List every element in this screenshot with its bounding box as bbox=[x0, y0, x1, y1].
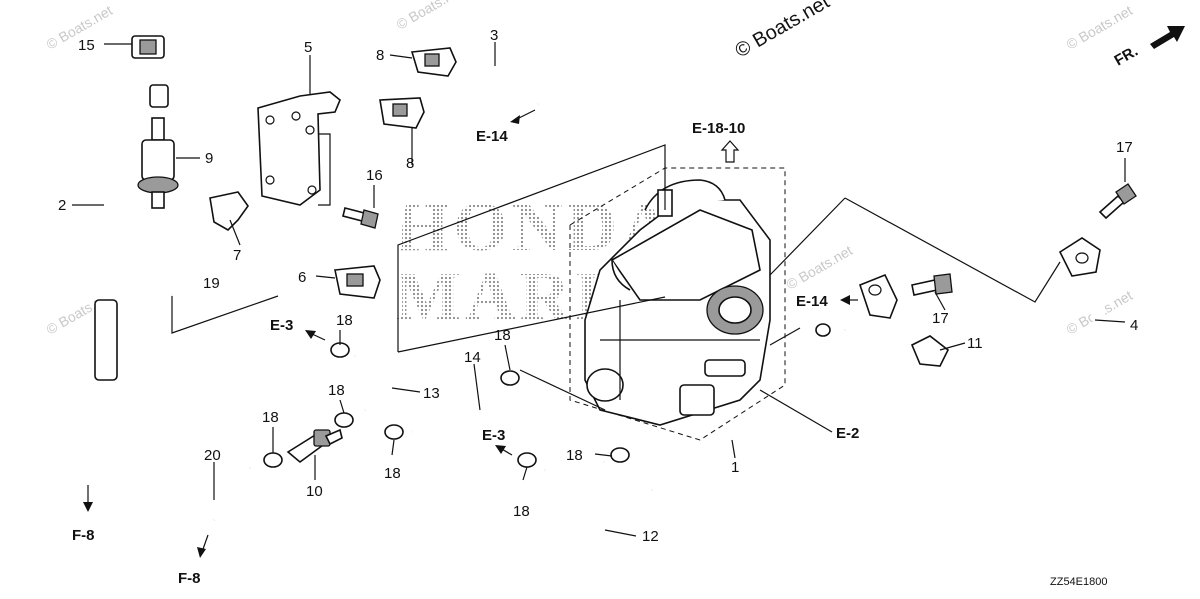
callout-8-lower: 8 bbox=[406, 155, 414, 172]
reference-arrows bbox=[83, 109, 858, 558]
part-8-clip-upper bbox=[410, 47, 457, 77]
part-8-clip-lower bbox=[379, 97, 425, 129]
ref-e-18-10: E-18-10 bbox=[692, 120, 745, 137]
callout-10: 10 bbox=[306, 483, 323, 500]
part-2-hose bbox=[68, 66, 169, 471]
part-18-clamp bbox=[263, 452, 283, 468]
callout-18-b: 18 bbox=[328, 382, 345, 399]
part-16-bolt bbox=[342, 207, 379, 229]
part-5-bracket bbox=[257, 91, 341, 206]
callout-15: 15 bbox=[78, 37, 95, 54]
part-18-clamp bbox=[500, 370, 520, 386]
callout-16: 16 bbox=[366, 167, 383, 184]
callout-3: 3 bbox=[490, 27, 498, 44]
callout-13: 13 bbox=[423, 385, 440, 402]
part-18-clamp bbox=[334, 412, 354, 428]
part-3-hose bbox=[389, 10, 603, 318]
callout-20: 20 bbox=[204, 447, 221, 464]
callout-17-lower: 17 bbox=[932, 310, 949, 327]
part-20-hose bbox=[208, 463, 255, 523]
part-18-clamp bbox=[610, 447, 630, 463]
callout-1: 1 bbox=[731, 459, 739, 476]
up-arrow-icon bbox=[720, 140, 740, 163]
watermark-text: © Boats.net bbox=[394, 0, 466, 33]
part-18-clamp bbox=[517, 452, 537, 468]
callout-11: 11 bbox=[967, 335, 983, 352]
part-9-fuel-filter bbox=[137, 117, 179, 209]
callout-8-upper: 8 bbox=[376, 47, 384, 64]
ref-f-8-bottom: F-8 bbox=[178, 570, 201, 587]
callout-6: 6 bbox=[298, 269, 306, 286]
part-18-clamp bbox=[384, 424, 404, 440]
callout-18-g: 18 bbox=[513, 503, 530, 520]
leader-lines bbox=[72, 42, 1126, 537]
callout-18-e: 18 bbox=[494, 327, 511, 344]
front-label: FR. bbox=[1112, 43, 1141, 70]
part-15-clip bbox=[131, 35, 165, 59]
callout-7: 7 bbox=[233, 247, 241, 264]
part-17-bolt-lower bbox=[911, 273, 953, 296]
callout-19: 19 bbox=[203, 275, 220, 292]
callout-5: 5 bbox=[304, 39, 312, 56]
ref-e-14-right: E-14 bbox=[796, 293, 828, 310]
part-18-clamp bbox=[330, 342, 350, 358]
part-14-hose bbox=[411, 376, 513, 438]
callout-18-c: 18 bbox=[262, 409, 279, 426]
part-12-hose bbox=[542, 457, 620, 560]
callout-14: 14 bbox=[464, 349, 481, 366]
part-1-hose bbox=[648, 323, 851, 496]
callout-4: 4 bbox=[1130, 317, 1138, 334]
ref-e-14-upper: E-14 bbox=[476, 128, 508, 145]
callout-12: 12 bbox=[642, 528, 659, 545]
part-17-bolt-upper bbox=[1098, 183, 1137, 220]
part-11-clip bbox=[910, 335, 950, 367]
part-19-hose bbox=[150, 219, 178, 298]
front-direction-indicator: FR. bbox=[1112, 26, 1185, 70]
callout-18-d: 18 bbox=[384, 465, 401, 482]
front-arrow-icon bbox=[1150, 26, 1185, 49]
callout-2: 2 bbox=[58, 197, 66, 214]
part-13-hose bbox=[353, 349, 396, 417]
diagram-code: ZZ54E1800 bbox=[1050, 576, 1107, 588]
callout-18-a: 18 bbox=[336, 312, 353, 329]
watermark-text: © Boats.net bbox=[1064, 2, 1136, 53]
callout-9: 9 bbox=[205, 150, 213, 167]
part-10-joint bbox=[286, 428, 343, 464]
part-7-clip bbox=[209, 191, 249, 231]
copyright-notice: © Boats.net bbox=[732, 0, 834, 62]
callout-17-upper: 17 bbox=[1116, 139, 1133, 156]
vapor-separator-assembly bbox=[584, 179, 771, 426]
part-4-hose bbox=[859, 237, 1111, 413]
part-6-clip bbox=[334, 265, 381, 299]
callout-18-f: 18 bbox=[566, 447, 583, 464]
ref-f-8-left: F-8 bbox=[72, 527, 95, 544]
ref-e-3-left: E-3 bbox=[270, 317, 293, 334]
ref-e-2: E-2 bbox=[836, 425, 859, 442]
ref-e-3-center: E-3 bbox=[482, 427, 505, 444]
